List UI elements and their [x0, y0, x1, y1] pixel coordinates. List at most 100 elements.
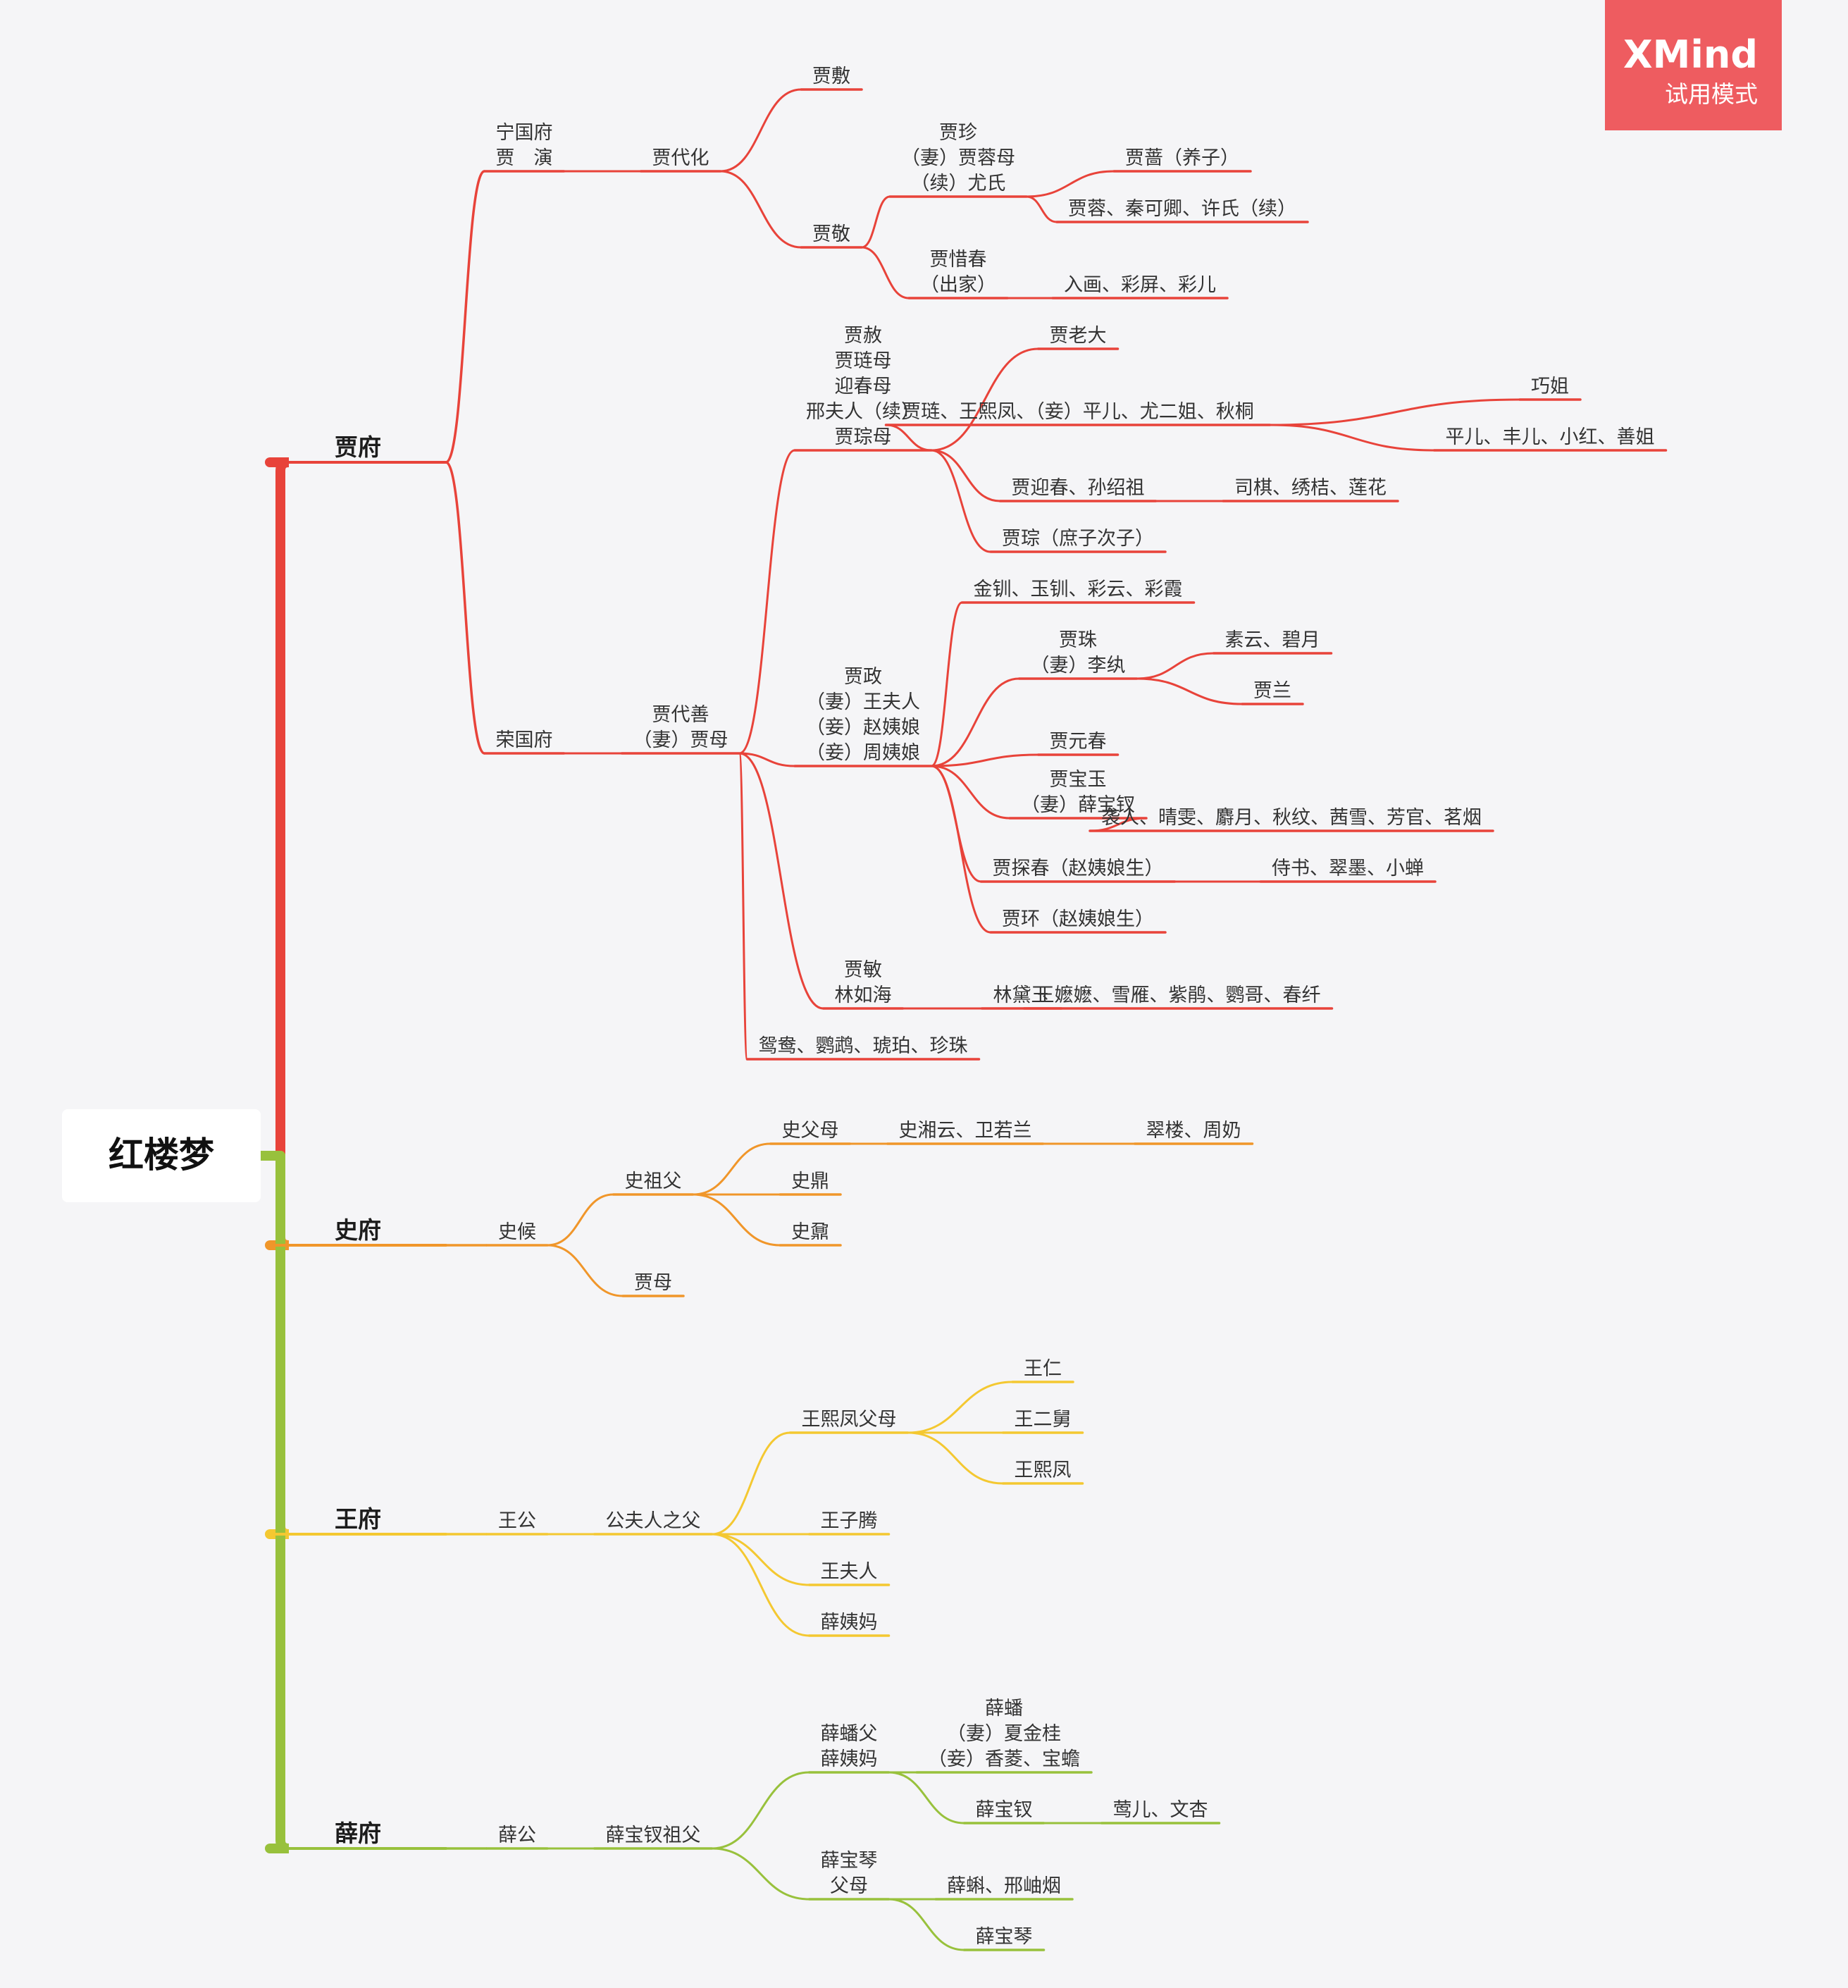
topic-node[interactable]: 公夫人之父	[593, 1510, 714, 1536]
topic-label: 袭人、晴雯、麝月、秋纹、茜雪、芳官、茗烟	[1101, 807, 1482, 829]
topic-node[interactable]: 贾琮（庶子次子）	[989, 528, 1167, 553]
topic-node[interactable]: 贾宝玉（妻）薛宝钗	[1008, 769, 1148, 820]
connector-line	[931, 677, 1019, 767]
root-node[interactable]: 红楼梦	[62, 1109, 261, 1202]
topic-label: 侍书、翠墨、小蝉	[1272, 858, 1424, 879]
topic-node[interactable]: 金钏、玉钏、彩云、彩霞	[960, 579, 1196, 604]
topic-label: 贾珠（妻）李纨	[1031, 629, 1126, 677]
topic-label: 公夫人之父	[606, 1510, 701, 1532]
topic-node[interactable]: 贾珠（妻）李纨	[1017, 629, 1139, 680]
topic-node[interactable]: 薛宝钗祖父	[593, 1825, 714, 1850]
topic-node[interactable]: 贾府	[268, 433, 447, 464]
connector-line	[445, 461, 485, 755]
topic-node[interactable]: 史府	[268, 1216, 447, 1247]
topic-node[interactable]: 贾代化	[639, 147, 722, 173]
topic-node[interactable]: 王二舅	[1001, 1409, 1084, 1434]
topic-node[interactable]: 王嬷嬷、雪雁、紫鹃、鹦哥、春纤	[1022, 984, 1334, 1010]
topic-node[interactable]: 莺儿、文杏	[1100, 1799, 1221, 1825]
connector-line	[712, 1847, 810, 1901]
topic-node[interactable]: 荣国府	[483, 729, 566, 755]
topic-node[interactable]: 贾老大	[1036, 325, 1120, 350]
topic-node[interactable]: 贾兰	[1241, 680, 1304, 705]
topic-node[interactable]: 王熙凤	[1001, 1459, 1084, 1485]
branch-label: 薛府	[335, 1820, 381, 1847]
topic-label: 王熙凤	[1015, 1459, 1072, 1481]
topic-node[interactable]: 贾赦贾琏母迎春母邢夫人（续）贾琮母	[793, 325, 933, 452]
topic-label: 入画、彩屏、彩儿	[1064, 274, 1216, 296]
topic-node[interactable]: 薛宝钗	[962, 1799, 1046, 1825]
topic-node[interactable]: 贾迎春、孙绍祖	[998, 477, 1158, 502]
topic-node[interactable]: 司棋、绣桔、莲花	[1222, 477, 1399, 502]
connector-line	[888, 1771, 965, 1825]
topic-node[interactable]: 贾敷	[800, 66, 863, 91]
topic-node[interactable]: 贾惜春（出家）	[907, 249, 1009, 300]
connector-line	[693, 1142, 771, 1196]
topic-node[interactable]: 王子腾	[807, 1510, 891, 1536]
topic-node[interactable]: 薛宝琴父母	[807, 1850, 891, 1901]
topic-node[interactable]: 入画、彩屏、彩儿	[1051, 274, 1229, 300]
topic-label: 薛蟠（妻）夏金桂（妾）香菱、宝蟾	[928, 1698, 1080, 1770]
connector-line	[547, 1193, 614, 1247]
connector-line	[1026, 195, 1058, 223]
topic-node[interactable]: 薛蝌、邢岫烟	[934, 1875, 1074, 1901]
topic-node[interactable]: 史父母	[769, 1120, 852, 1145]
root-box	[62, 1109, 261, 1202]
topic-node[interactable]: 素云、碧月	[1212, 629, 1333, 655]
topic-node[interactable]: 平儿、丰儿、小红、善姐	[1432, 426, 1668, 452]
topic-node[interactable]: 贾琏、王熙凤、（妾）平儿、尤二姐、秋桐	[884, 401, 1272, 426]
topic-node[interactable]: 王府	[268, 1505, 447, 1536]
topic-node[interactable]: 贾敬	[800, 223, 863, 249]
topic-node[interactable]: 贾蓉、秦可卿、许氏（续）	[1055, 198, 1309, 223]
topic-node[interactable]: 薛蟠父薛姨妈	[807, 1723, 891, 1774]
xmind-watermark: XMind 试用模式	[1605, 0, 1782, 130]
topic-label: 荣国府	[496, 729, 553, 751]
topic-node[interactable]: 侍书、翠墨、小蝉	[1259, 858, 1437, 883]
connector-line	[712, 1431, 790, 1536]
topic-node[interactable]: 王夫人	[807, 1561, 891, 1586]
topic-node[interactable]: 王熙凤父母	[788, 1409, 910, 1434]
connector-line	[931, 347, 1038, 452]
topic-node[interactable]: 史湘云、卫若兰	[886, 1120, 1045, 1145]
connector-line	[1270, 398, 1520, 426]
topic-label: 贾老大	[1050, 325, 1107, 347]
topic-node[interactable]: 薛蟠（妻）夏金桂（妾）香菱、宝蟾	[915, 1698, 1093, 1774]
topic-label: 贾琮（庶子次子）	[1002, 528, 1154, 550]
topic-label: 史祖父	[625, 1171, 682, 1192]
watermark-badge	[1605, 0, 1782, 130]
topic-node[interactable]: 翠楼、周奶	[1133, 1120, 1254, 1145]
topic-node[interactable]: 贾元春	[1036, 731, 1120, 756]
topic-node[interactable]: 薛宝琴	[962, 1926, 1046, 1951]
topic-node[interactable]: 贾敏林如海	[821, 959, 905, 1010]
topic-node[interactable]: 王公	[485, 1510, 549, 1536]
topic-node[interactable]: 鸳鸯、鹦鹉、琥珀、珍珠	[745, 1035, 981, 1061]
topic-node[interactable]: 宁国府贾 演	[483, 122, 566, 173]
topic-node[interactable]: 贾蔷（养子）	[1112, 147, 1252, 173]
topic-node[interactable]: 林黛玉	[980, 984, 1063, 1010]
topic-node[interactable]: 王仁	[1011, 1358, 1074, 1383]
topic-node[interactable]: 巧姐	[1518, 376, 1582, 401]
topic-node[interactable]: 薛府	[268, 1820, 447, 1850]
topic-label: 贾琏、王熙凤、（妾）平儿、尤二姐、秋桐	[902, 401, 1254, 423]
topic-label: 鸳鸯、鹦鹉、琥珀、珍珠	[759, 1035, 968, 1057]
topic-node[interactable]: 史鼎	[779, 1171, 842, 1196]
branch-spine	[265, 457, 290, 1161]
topic-node[interactable]: 贾环（赵姨娘生）	[989, 908, 1167, 934]
topic-label: 贾探春（赵姨娘生）	[993, 858, 1164, 879]
topic-node[interactable]: 贾母	[621, 1272, 685, 1297]
connector-line	[693, 1193, 781, 1247]
topic-label: 史鼎	[791, 1171, 829, 1192]
connector-line	[445, 170, 485, 464]
topic-node[interactable]: 薛姨妈	[807, 1612, 891, 1637]
topic-label: 薛宝琴	[976, 1926, 1033, 1948]
topic-node[interactable]: 史祖父	[612, 1171, 695, 1196]
topic-node[interactable]: 薛公	[485, 1825, 549, 1850]
topic-node[interactable]: 袭人、晴雯、麝月、秋纹、茜雪、芳官、茗烟	[1089, 807, 1494, 832]
topic-node[interactable]: 贾珍（妻）贾蓉母（续）尤氏	[888, 122, 1028, 198]
topic-node[interactable]: 史鼐	[779, 1221, 842, 1247]
topic-node[interactable]: 史候	[485, 1221, 549, 1247]
topic-node[interactable]: 贾探春（赵姨娘生）	[979, 858, 1177, 883]
topic-label: 贾宝玉（妻）薛宝钗	[1021, 769, 1135, 816]
topic-node[interactable]: 贾政（妻）王夫人（妾）赵姨娘（妾）周姨娘	[793, 666, 933, 767]
topic-node[interactable]: 贾代善（妻）贾母	[620, 704, 741, 755]
topic-label: 贾敬	[812, 223, 850, 245]
